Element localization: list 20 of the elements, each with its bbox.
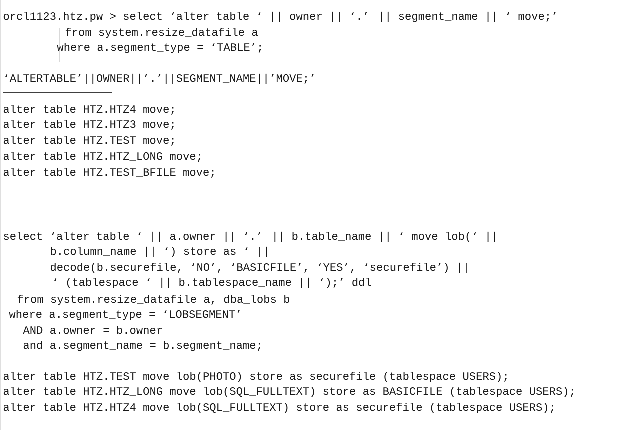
code-line: ‘ (tablespace ‘ || b.tablespace_name || ‘);’ ddl [54, 278, 372, 288]
code-line: from system.resize_datafile a [66, 28, 258, 38]
code-line: alter table HTZ.HTZ_LONG move lob(SQL_FULLTEXT) store as BASICFILE (tablespace USERS); [4, 386, 574, 398]
code-line: select ‘alter table ‘ || a.owner || ‘.’ || b.table_name || ‘ move lob(‘ || [4, 232, 496, 242]
code-line: alter table HTZ.HTZ3 move; [4, 120, 174, 130]
code-line: alter table HTZ.HTZ4 move; [4, 104, 174, 115]
code-line: alter table HTZ.TEST move; [4, 136, 174, 146]
code-line: alter table HTZ.TEST move lob(PHOTO) store as securefile (tablespace USERS); [4, 372, 507, 382]
code-line: and a.segment_name = b.segment_name; [24, 340, 261, 352]
code-line: alter table HTZ.HTZ4 move lob(SQL_FULLTEXT) store as securefile (tablespace USERS); [4, 402, 554, 414]
code-line: AND a.owner = b.owner [23, 326, 162, 334]
code-line: ‘ALTERTABLE’||OWNER||’.’||SEGMENT_NAME||’MOVE;’ [5, 74, 314, 84]
code-line: b.column_name || ‘) store as ‘ || [51, 246, 268, 258]
code-line: alter table HTZ.TEST_BFILE move; [4, 168, 214, 178]
code-line: decode(b.securefile, ‘NO’, ‘BASICFILE’, ‘YES’, ‘securefile’) || [50, 262, 467, 274]
code-line: where a.segment_type = ‘LOBSEGMENT’ [9, 310, 240, 320]
code-line: alter table HTZ.HTZ_LONG move; [4, 152, 201, 162]
code-line: where a.segment_type = ‘TABLE’; [57, 42, 262, 54]
code-line: orcl1123.htz.pw > select ‘alter table ‘ || owner || ‘.’ || segment_name || ‘ move;’ [4, 12, 556, 22]
code-line: from system.resize_datafile a, dba_lobs b [18, 294, 290, 306]
